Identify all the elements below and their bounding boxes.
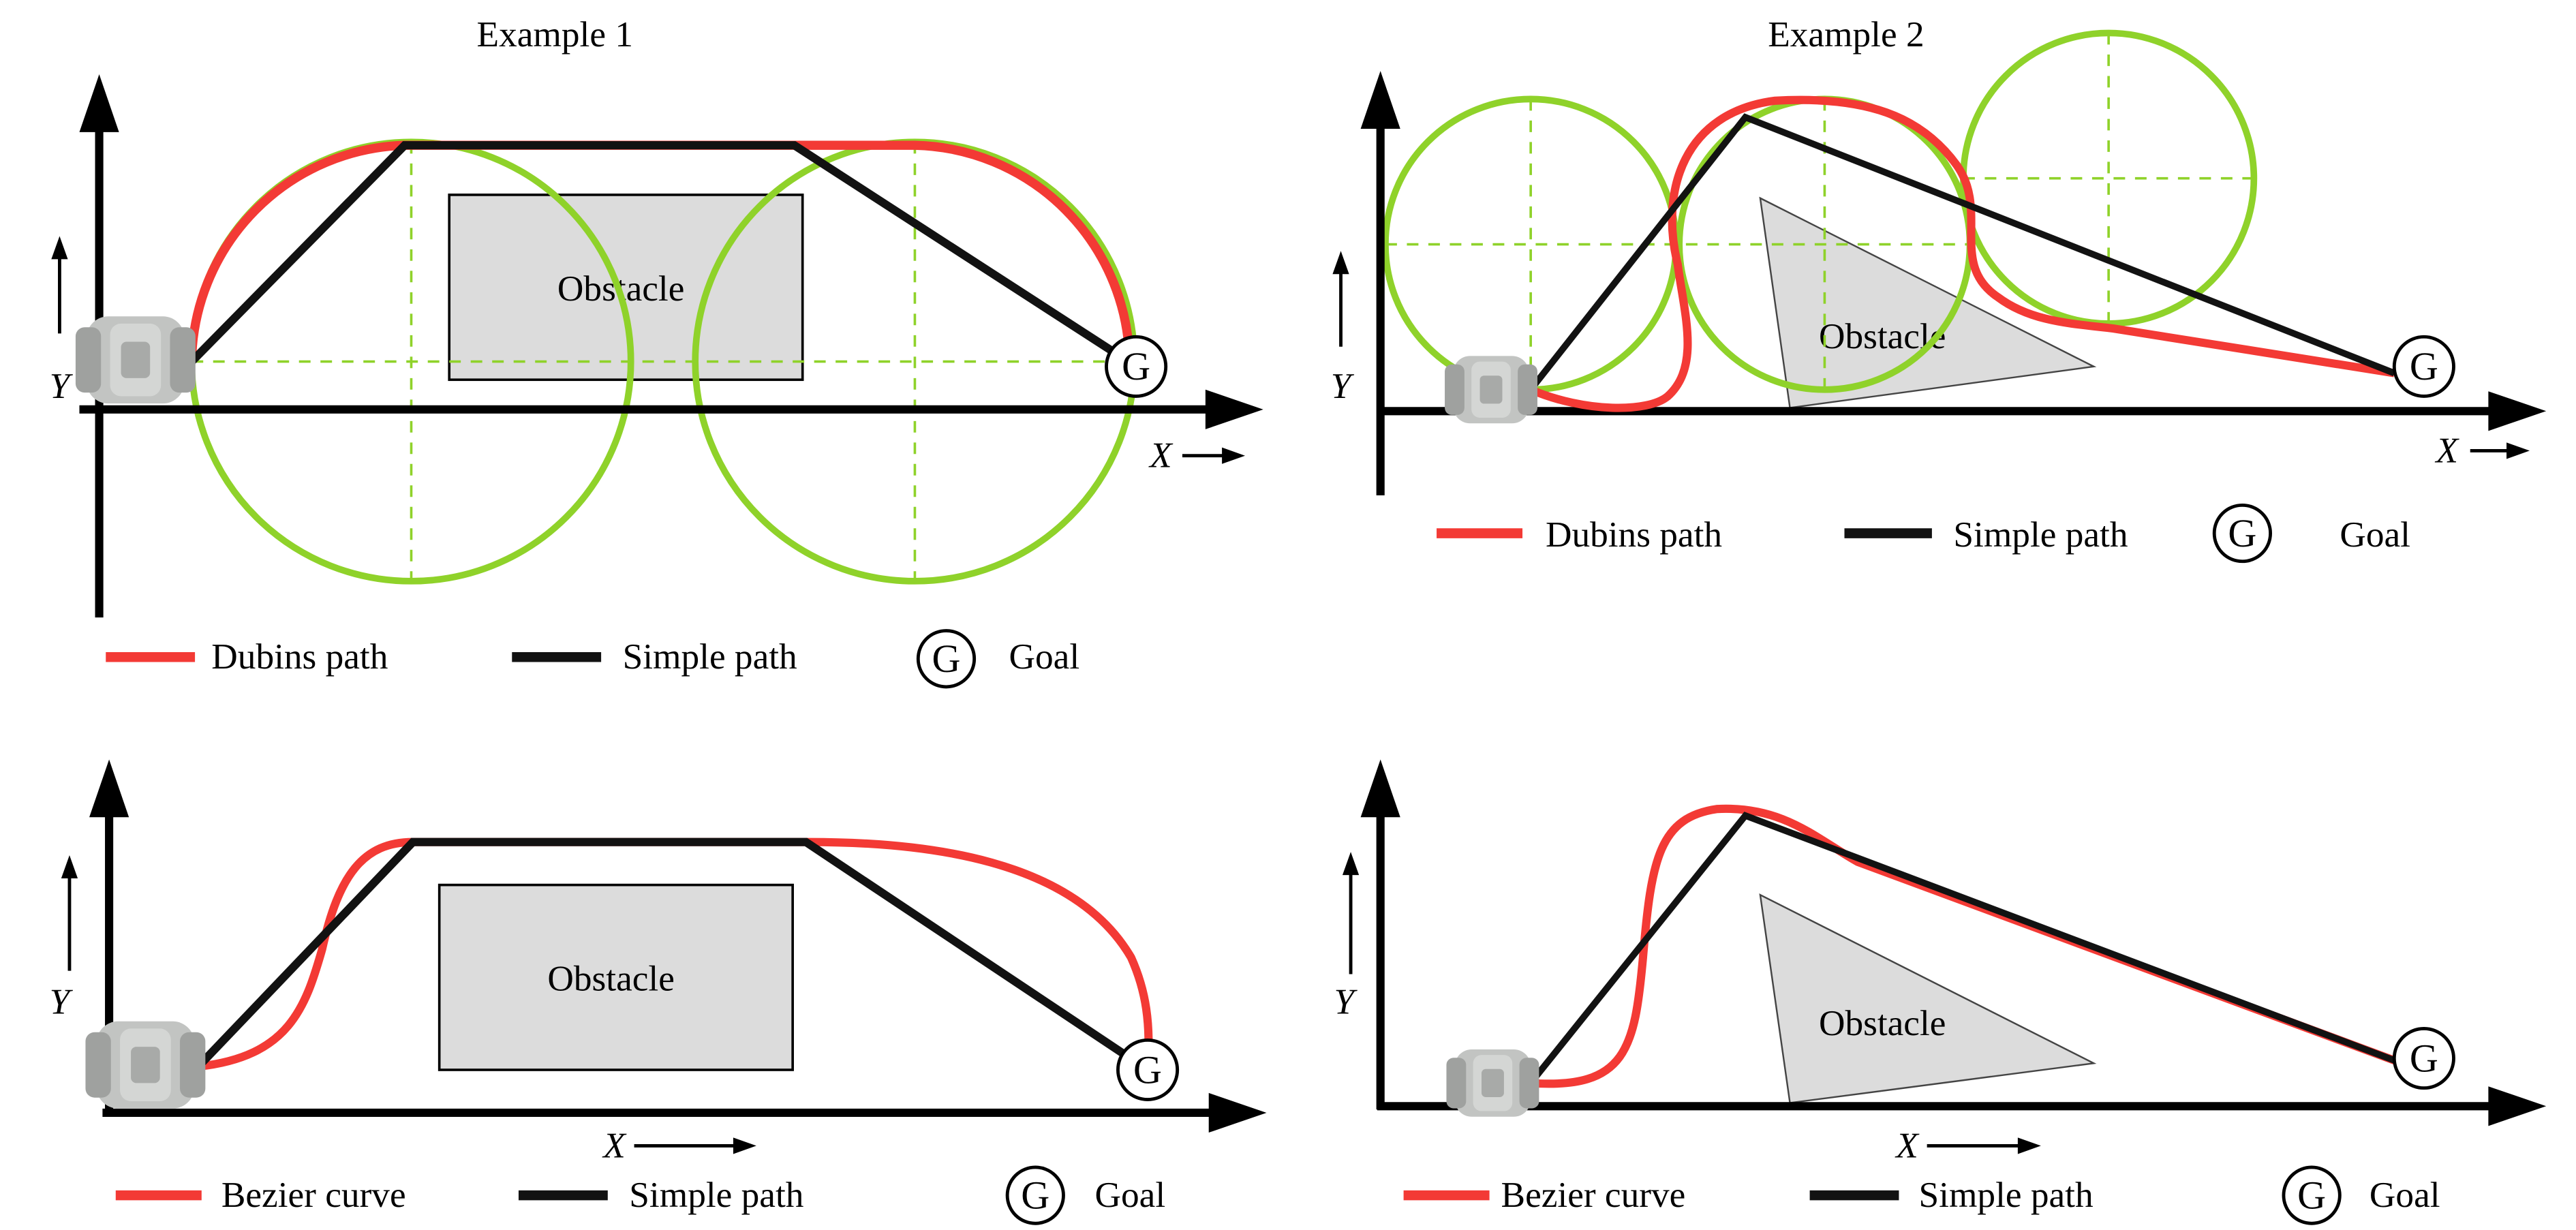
circle-guide-lines: [191, 142, 1137, 581]
robot-icon: [1445, 356, 1537, 424]
bezier-curve: [198, 837, 1153, 1071]
legend: Bezier curve Simple path G Goal: [115, 1165, 1166, 1225]
panel-example-2-dubins: Example 2 Obstacle: [1331, 14, 2547, 564]
legend: Dubins path Simple path G Goal: [106, 629, 1080, 689]
legend: Bezier curve Simple path G Goal: [1403, 1165, 2440, 1225]
panel-title: Example 1: [477, 14, 633, 55]
y-axis-arrowhead: [1360, 759, 1400, 818]
x-axis-label: X: [1148, 435, 1174, 476]
x-axis-arrowhead: [1208, 1092, 1267, 1133]
goal-marker: G: [2392, 335, 2455, 398]
y-axis-arrowhead: [1360, 71, 1400, 129]
obstacle-triangle: [1759, 196, 2097, 409]
obstacle-triangle: [1759, 893, 2097, 1104]
x-axis-arrowhead: [2488, 1086, 2547, 1126]
y-axis-label: Y: [50, 366, 74, 406]
y-direction-indicator: [51, 236, 68, 334]
obstacle-rectangle: [438, 883, 794, 1071]
bezier-curve: [1530, 804, 2399, 1088]
robot-icon: [1446, 1049, 1539, 1117]
y-axis-arrowhead: [79, 74, 119, 132]
legend-goal-label: Goal: [1009, 636, 1080, 677]
goal-symbol: G: [2410, 344, 2438, 388]
x-direction-indicator: [2470, 442, 2530, 459]
y-axis-label: Y: [1331, 366, 1355, 406]
y-direction-indicator: [1342, 852, 1360, 974]
x-direction-indicator: [1927, 1137, 2041, 1154]
simple-path: [1528, 113, 2396, 392]
legend-simple-label: Simple path: [629, 1175, 803, 1215]
dubins-path: [187, 140, 1135, 362]
legend-goal-symbol: G: [1021, 1173, 1049, 1218]
goal-symbol: G: [1122, 344, 1150, 388]
legend-goal-icon: [2212, 503, 2272, 564]
y-direction-indicator: [1332, 251, 1349, 347]
legend-goal-symbol: G: [2228, 511, 2256, 555]
y-axis-label: Y: [1334, 982, 1358, 1022]
y-direction-indicator: [61, 855, 78, 971]
axes: [1360, 759, 2547, 1126]
x-axis-arrowhead: [2488, 391, 2547, 431]
robot-icon: [85, 1021, 206, 1109]
legend-curve-label: Dubins path: [211, 636, 388, 677]
y-axis-label: Y: [50, 982, 74, 1022]
goal-marker: G: [1105, 335, 1168, 398]
x-axis-arrowhead: [1205, 389, 1263, 429]
panel-example-1-dubins: Example 1 Obstacle Y X: [50, 14, 1263, 689]
y-axis-arrowhead: [89, 759, 129, 818]
goal-symbol: G: [2410, 1036, 2438, 1080]
simple-path: [188, 141, 1139, 370]
legend-goal-label: Goal: [2370, 1175, 2440, 1215]
panel-example-1-bezier: Obstacle Y X G Bezier curve Sim: [50, 759, 1267, 1225]
legend-simple-label: Simple path: [1953, 514, 2128, 555]
dubins-path: [1529, 95, 2395, 412]
legend-goal-label: Goal: [1095, 1175, 1166, 1215]
robot-icon: [75, 316, 196, 404]
legend-goal-icon: [1005, 1165, 1065, 1225]
axes: [1360, 71, 2547, 495]
panel-title: Example 2: [1768, 14, 1924, 55]
x-direction-indicator: [1182, 447, 1246, 464]
x-axis-label: X: [1895, 1125, 1920, 1165]
simple-path: [195, 837, 1150, 1074]
legend-goal-label: Goal: [2340, 514, 2410, 555]
legend-goal-symbol: G: [2297, 1173, 2326, 1218]
legend-curve-label: Bezier curve: [221, 1175, 406, 1215]
obstacle-label: Obstacle: [1819, 1003, 1946, 1043]
legend: Dubins path Simple path G Goal: [1437, 503, 2410, 564]
obstacle-label: Obstacle: [547, 959, 674, 999]
goal-symbol: G: [1133, 1047, 1162, 1092]
x-direction-indicator: [634, 1137, 756, 1154]
goal-marker: G: [2392, 1026, 2455, 1090]
x-axis-label: X: [2435, 430, 2460, 470]
legend-goal-icon: [916, 629, 977, 689]
legend-simple-label: Simple path: [623, 636, 797, 677]
legend-curve-label: Dubins path: [1546, 514, 1722, 555]
x-axis-label: X: [602, 1125, 627, 1165]
goal-marker: G: [1116, 1038, 1180, 1102]
panel-example-2-bezier: Obstacle Y X G Bezier curve Sim: [1334, 759, 2547, 1225]
legend-simple-label: Simple path: [1919, 1175, 2094, 1215]
simple-path: [1528, 812, 2399, 1086]
legend-curve-label: Bezier curve: [1501, 1175, 1686, 1215]
legend-goal-symbol: G: [932, 636, 960, 681]
legend-goal-icon: [2282, 1165, 2342, 1225]
